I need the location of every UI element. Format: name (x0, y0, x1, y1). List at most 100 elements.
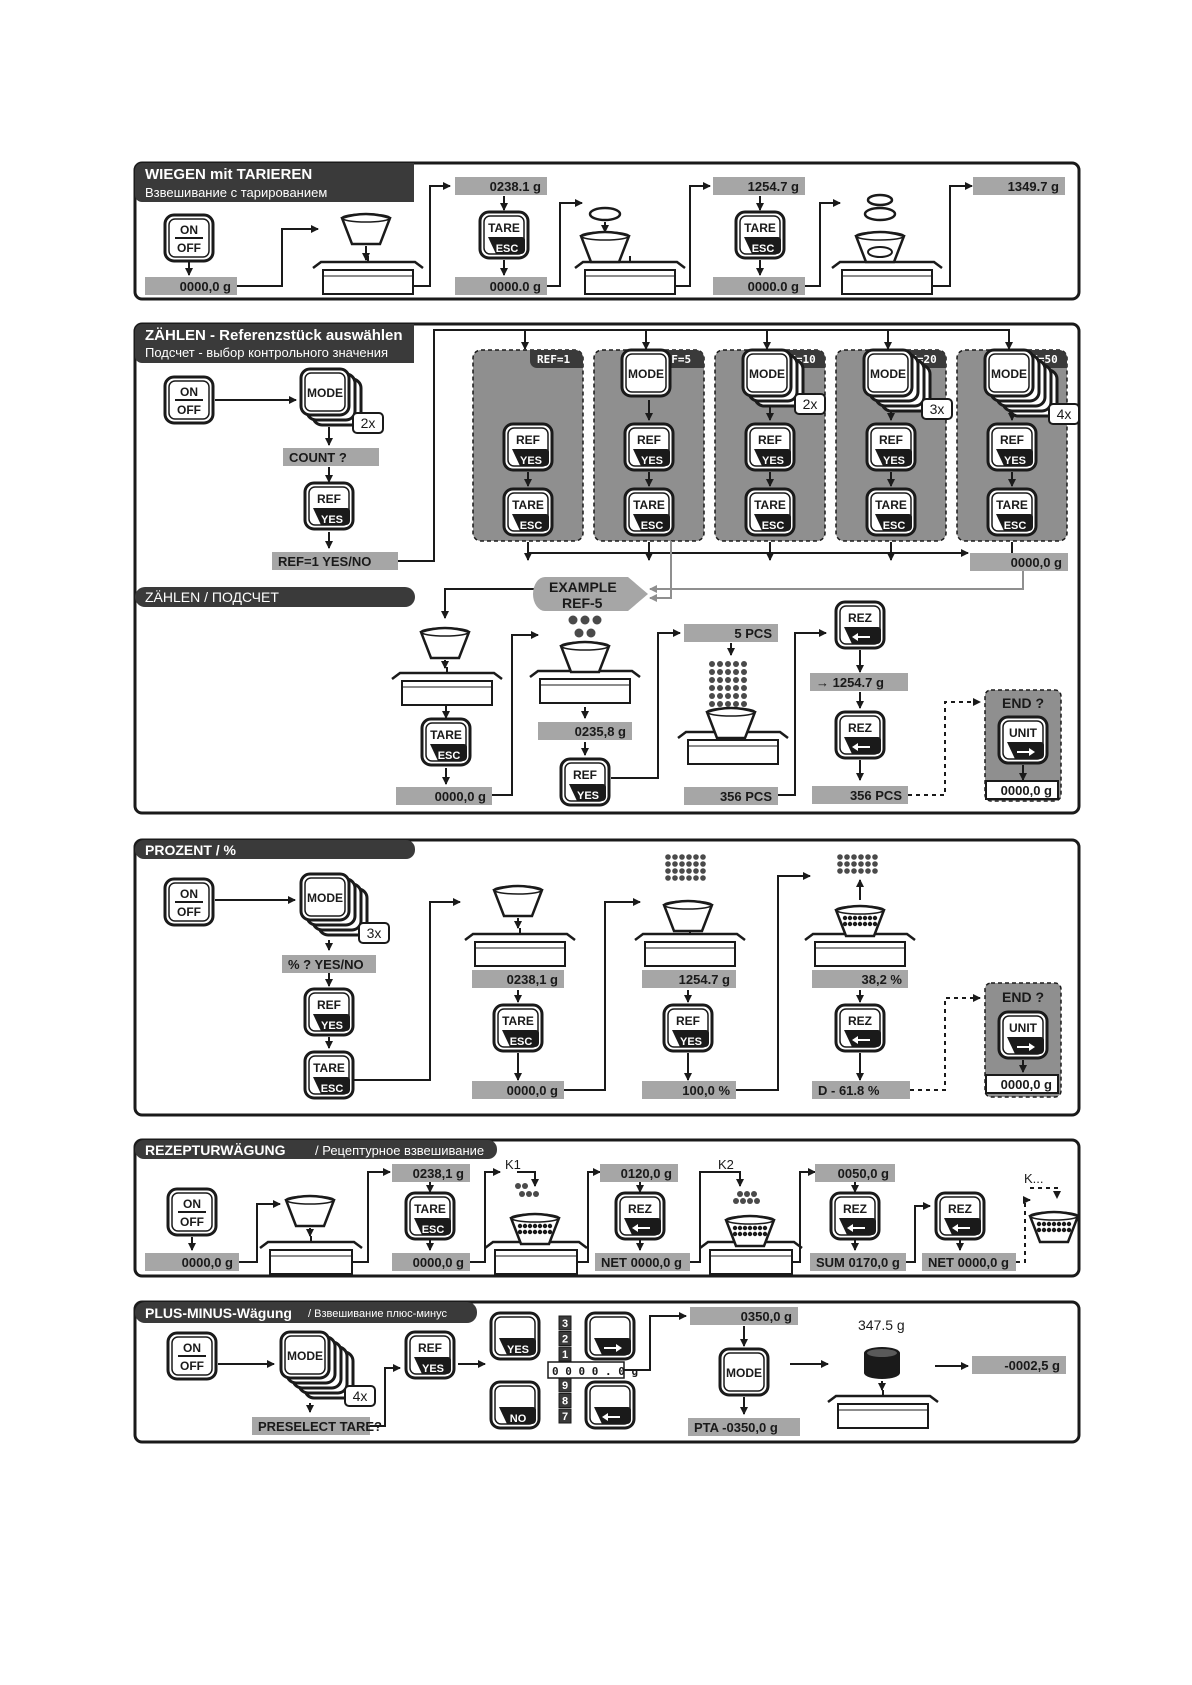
s2-tare-key-3-sub: ESC (883, 520, 906, 532)
s4-display-question: % ? YES/NO (282, 955, 376, 973)
s5-onoff-key-on: ON (183, 1197, 201, 1211)
s4-display-382-text: 38,2 % (862, 972, 903, 987)
s1-display-start-text: 0000,0 g (180, 279, 231, 294)
s4-scale-1 (464, 928, 576, 967)
s2-ref-key-4-sub: YES (1004, 455, 1026, 467)
s4-tare-key-sub: ESC (321, 1083, 344, 1095)
s3-display-356a: 356 PCS (684, 787, 778, 805)
s5-rez-key-1[interactable]: REZ (614, 1191, 666, 1241)
s6-no-key[interactable]: NO (489, 1380, 541, 1430)
s4-conn-1 (353, 898, 461, 1081)
s2-ref-key-2-label: REF (758, 433, 782, 447)
s5-display-0120: 0120,0 g (600, 1164, 678, 1182)
s4-unit-key[interactable]: UNIT (997, 1010, 1049, 1060)
s1-conn-6 (932, 182, 973, 287)
s5-display-0050: 0050,0 g (815, 1164, 895, 1182)
s1-bowl-1 (340, 212, 392, 246)
s2-tare-key-4-label: TARE (996, 498, 1028, 512)
s1-display-0238-text: 0238.1 g (490, 179, 541, 194)
s2-mode-key-ref-1[interactable]: MODE (620, 348, 672, 398)
s6-display-preselect-text: PRESELECT TARE? (258, 1419, 382, 1434)
s4-mode-key-label: MODE (307, 891, 343, 905)
example-ref: REF-5 (562, 595, 603, 611)
s6-display-preselect: PRESELECT TARE? (252, 1417, 382, 1435)
s5-kn-arrow (1030, 1187, 1061, 1199)
s3-conn-1 (492, 631, 539, 796)
s6-mode-key-2[interactable]: MODE (718, 1347, 770, 1397)
weight-347-label: 347.5 g (858, 1317, 905, 1333)
s2-return-line (649, 571, 1024, 593)
s4-end-display: 0000,0 g (985, 1074, 1059, 1094)
s6-yes-key[interactable]: YES (489, 1311, 541, 1361)
s6-display-0350-text: 0350,0 g (741, 1309, 792, 1324)
s3-display-356b-text: 356 PCS (850, 788, 902, 803)
s5-rez-key-3[interactable]: REZ (934, 1191, 986, 1241)
s1-display-start: 0000,0 g (145, 277, 237, 295)
s2-tare-key-2-sub: ESC (762, 520, 785, 532)
s6-onoff-key-on: ON (183, 1341, 201, 1355)
s1-display-1349-text: 1349.7 g (1008, 179, 1059, 194)
s5-rez-key-2[interactable]: REZ (829, 1191, 881, 1241)
s5-scale-1 (259, 1236, 363, 1275)
digit-6: 7 (562, 1411, 568, 1423)
s3-rez-key-2[interactable]: REZ (834, 710, 886, 760)
s6-conn-2 (624, 1312, 687, 1371)
s1-conn-4 (675, 182, 711, 287)
s4-rez-key[interactable]: REZ (834, 1003, 886, 1053)
s5-arrow-k1 (517, 1171, 539, 1187)
s6-left-key[interactable] (584, 1380, 636, 1430)
s3-dots-5b (574, 628, 596, 638)
s6-weight-cylinder (864, 1347, 900, 1379)
digit-4: 9 (562, 1380, 568, 1392)
s3-display-5pcs: 5 PCS (684, 624, 778, 642)
s5-display-0050-text: 0050,0 g (838, 1166, 889, 1181)
s4-display-zero: 0000,0 g (472, 1081, 564, 1099)
end-text-counting: END ? (1002, 695, 1044, 711)
example-text: EXAMPLE (549, 579, 617, 595)
s6-right-key[interactable] (584, 1311, 636, 1361)
s3-rez-key-1[interactable]: REZ (834, 600, 886, 650)
s2-mode-key-press: 2x (361, 415, 376, 431)
s3-unit-key[interactable]: UNIT (997, 715, 1049, 765)
example-tag (533, 577, 648, 611)
s5-dots-k1 (515, 1183, 528, 1189)
s2-ref-key-1-label: REF (637, 433, 661, 447)
s1-conn-5 (805, 199, 841, 287)
s5-display-start-text: 0000,0 g (182, 1255, 233, 1270)
s5-display-net1: NET 0000,0 g (595, 1253, 690, 1271)
s4-ref-key-label: REF (317, 998, 341, 1012)
s3-bowl-3 (705, 706, 757, 740)
